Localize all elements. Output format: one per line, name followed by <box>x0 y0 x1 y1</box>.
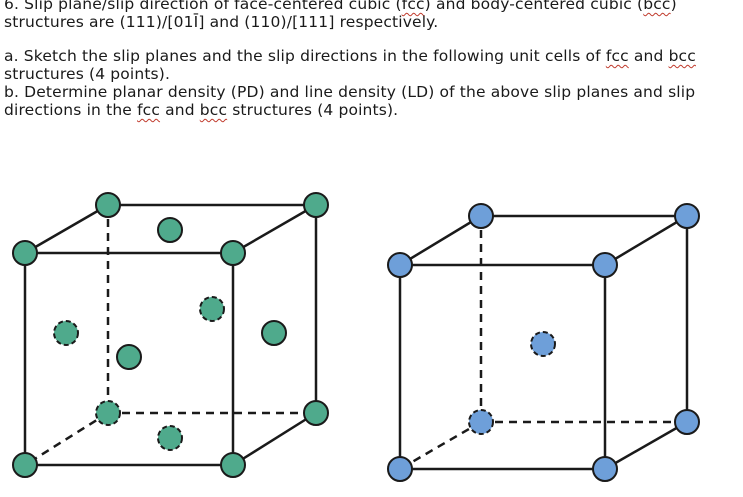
question-line-2: structures are (111)/[01Ī] and (110)/[11… <box>4 13 439 31</box>
bcc-corner-atom <box>387 252 413 278</box>
bcc-edge <box>604 214 688 267</box>
fcc-corner-atom <box>220 452 246 478</box>
fcc-corner-atom <box>220 240 246 266</box>
bcc-corner-atom <box>592 252 618 278</box>
bcc-corner-atom <box>674 203 700 229</box>
bcc-edge <box>399 214 482 267</box>
question-text: 6. Slip plane/slip direction of face-cen… <box>4 0 740 119</box>
part-b-line-1: b. Determine planar density (PD) and lin… <box>4 83 696 101</box>
fcc-front-face <box>23 251 235 467</box>
part-b-line-2: directions in the fcc and bcc structures… <box>4 101 399 119</box>
bcc-body-center-atom <box>530 331 556 357</box>
fcc-corner-atom <box>303 192 329 218</box>
fcc-face-atom-bottom <box>157 425 183 451</box>
fcc-corner-atom <box>95 192 121 218</box>
fcc-face-atom-right <box>261 320 287 346</box>
bcc-front-face <box>398 263 607 471</box>
bcc-term: bcc <box>643 0 671 13</box>
bcc-atoms <box>387 203 700 482</box>
bcc-edge <box>604 420 688 471</box>
fcc-face-atom-left <box>53 320 79 346</box>
fcc-corner-atom <box>12 240 38 266</box>
fcc-face-atom-back <box>199 296 225 322</box>
fcc-edge <box>24 203 109 255</box>
fcc-hidden-edge <box>24 411 109 467</box>
bcc-corner-atom <box>468 409 494 435</box>
fcc-unit-cell <box>23 203 318 467</box>
bcc-unit-cell <box>398 214 689 471</box>
fcc-face-atom-front <box>116 344 142 370</box>
fcc-edge <box>232 411 317 467</box>
bcc-corner-atom <box>387 456 413 482</box>
bcc-corner-atom <box>592 456 618 482</box>
fcc-edge <box>232 203 317 255</box>
fcc-corner-atom <box>95 400 121 426</box>
part-a-line-1: a. Sketch the slip planes and the slip d… <box>4 47 696 65</box>
bcc-corner-atom <box>468 203 494 229</box>
part-a-line-2: structures (4 points). <box>4 65 171 83</box>
fcc-corner-atom <box>12 452 38 478</box>
fcc-atoms <box>12 192 329 478</box>
fcc-face-atom-top <box>157 217 183 243</box>
fcc-corner-atom <box>303 400 329 426</box>
bcc-hidden-edge <box>399 420 482 471</box>
question-line-1: 6. Slip plane/slip direction of face-cen… <box>4 0 740 13</box>
bcc-corner-atom <box>674 409 700 435</box>
fcc-term: fcc <box>401 0 425 13</box>
